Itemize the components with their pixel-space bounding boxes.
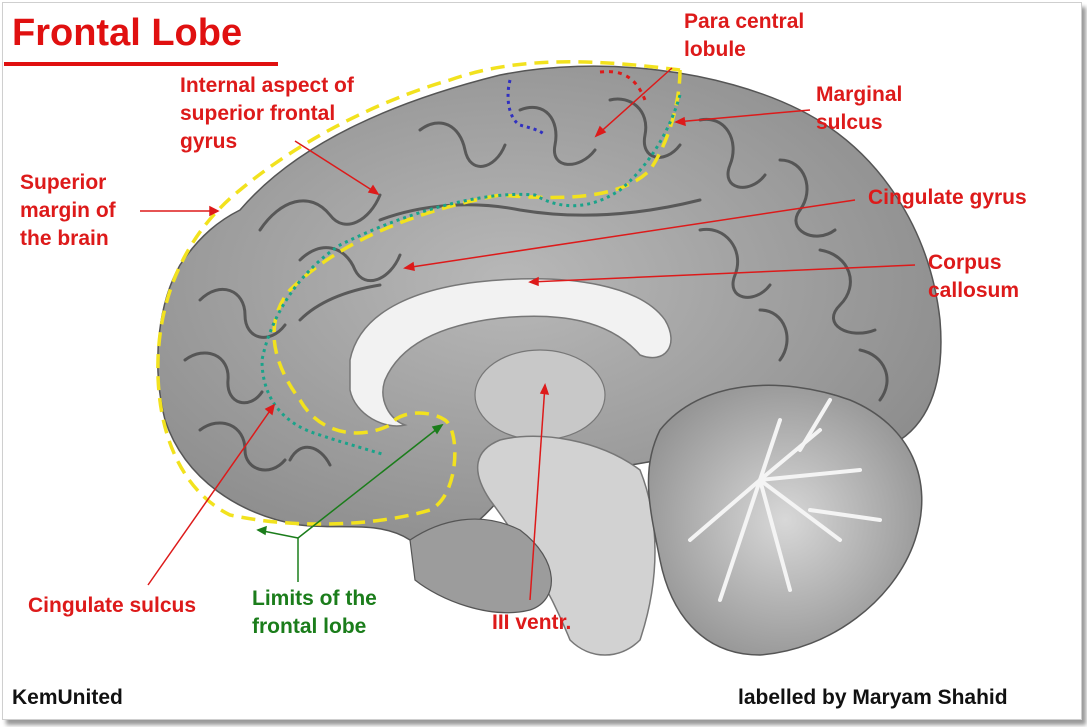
cerebellum-shape — [647, 384, 923, 656]
red-leader-lines — [140, 67, 916, 601]
title-underline — [4, 62, 278, 66]
label-superior-margin: Superior margin of the brain — [20, 171, 116, 250]
frontal-lobe-boundary — [156, 60, 682, 526]
footer-credit: labelled by Maryam Shahid — [738, 686, 1008, 709]
cingulate-sulcus-line — [260, 94, 682, 457]
corpus-callosum-shape — [349, 278, 672, 427]
gyri-pattern — [183, 97, 889, 472]
label-internal-aspect-superior-frontal-gyrus: Internal aspect of superior frontal gyru… — [180, 74, 354, 153]
thalamus-shape — [474, 349, 606, 441]
temporal-lobe-shape — [409, 518, 552, 614]
brainstem-shape — [476, 435, 656, 656]
label-cingulate-sulcus: Cingulate sulcus — [28, 594, 197, 617]
label-marginal-sulcus: Marginal sulcus — [816, 83, 903, 134]
label-limits-frontal-lobe: Limits of the frontal lobe — [252, 587, 377, 638]
footer-brand: KemUnited — [12, 686, 123, 709]
label-third-ventricle: III ventr. — [492, 611, 572, 634]
arbor-vitae — [688, 398, 882, 602]
label-corpus-callosum: Corpus callosum — [928, 251, 1020, 302]
page-title: Frontal Lobe — [12, 12, 243, 54]
label-para-central-lobule: Para central lobule — [684, 10, 805, 61]
green-leader-lines — [256, 423, 444, 582]
label-cingulate-gyrus: Cingulate gyrus — [868, 186, 1027, 209]
